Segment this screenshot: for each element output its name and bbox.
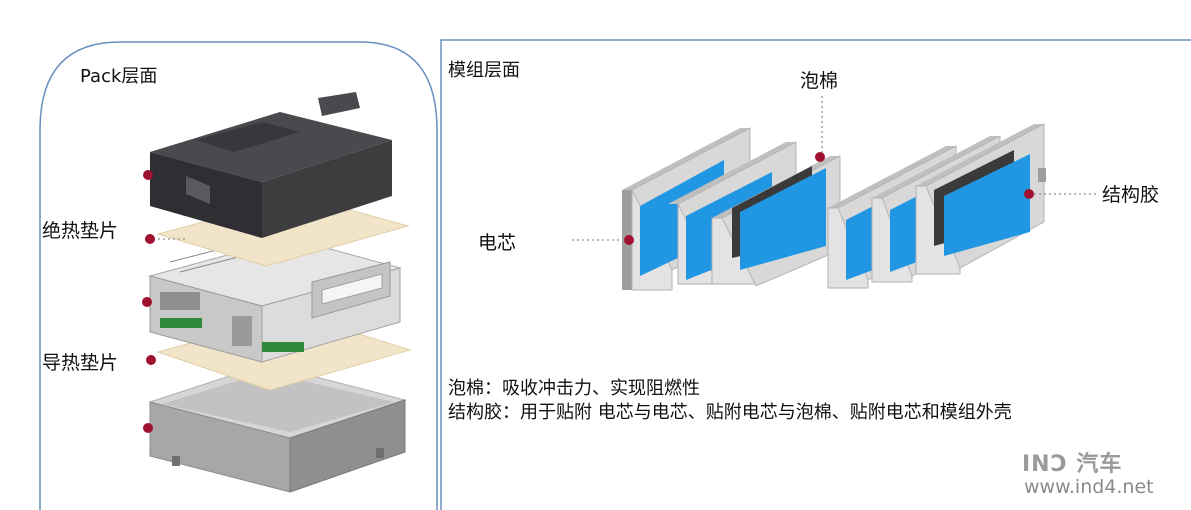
insulation-pad-marker xyxy=(145,234,155,244)
adhesive-label: 结构胶 xyxy=(1102,184,1160,206)
foam-description: 泡棉：吸收冲击力、实现阻燃性 xyxy=(448,378,700,399)
insulation-pad-label: 绝热垫片 xyxy=(42,220,119,242)
pack-panel-border xyxy=(39,41,438,510)
cell-label: 电芯 xyxy=(478,232,517,254)
cell-group-left xyxy=(622,127,841,291)
battery-tray xyxy=(148,363,407,493)
lid-marker xyxy=(143,170,153,180)
tray-marker xyxy=(143,423,153,433)
cell-group-right xyxy=(827,123,1046,289)
module-panel-border xyxy=(440,39,1191,510)
adhesive-description: 结构胶：用于贴附 电芯与电芯、贴附电芯与泡棉、贴附电芯和模组外壳 xyxy=(448,402,1012,423)
thermal-pad-marker xyxy=(146,355,156,365)
pack-panel-title: Pack层面 xyxy=(80,66,158,87)
watermark-logo: INƆ 汽车 xyxy=(1022,452,1123,477)
pack-lid xyxy=(150,92,392,238)
foam-marker xyxy=(815,152,825,162)
module-panel-title: 模组层面 xyxy=(448,60,520,81)
adhesive-marker xyxy=(1024,189,1034,199)
watermark-url: www.ind4.net xyxy=(1024,476,1154,498)
battery-modules xyxy=(148,237,402,363)
cell-marker xyxy=(624,235,634,245)
foam-label: 泡棉 xyxy=(800,70,839,92)
thermal-pad-label: 导热垫片 xyxy=(42,352,119,374)
module-marker xyxy=(142,297,152,307)
